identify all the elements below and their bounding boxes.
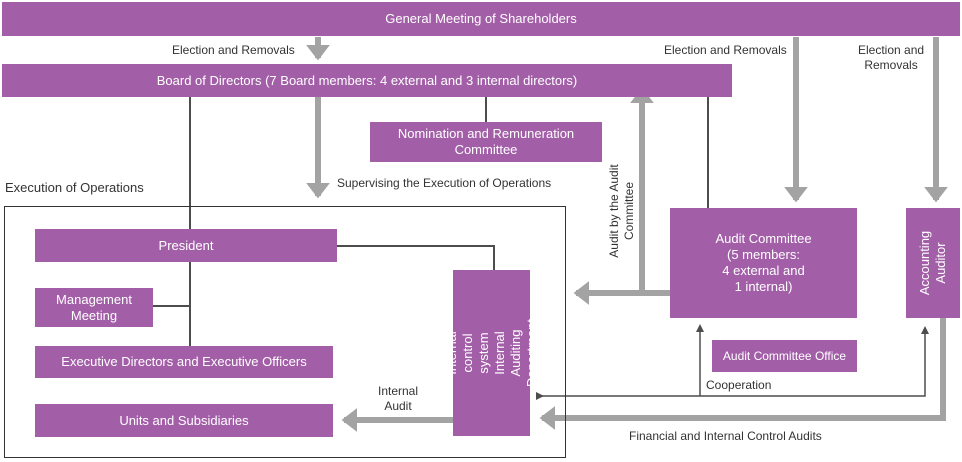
shareholders-box: General Meeting of Shareholders	[2, 2, 960, 36]
audit-by-label: Audit by the Audit Committee	[607, 164, 636, 258]
election-label-board: Election and Removals	[172, 43, 295, 57]
executive-box: Executive Directors and Executive Office…	[35, 346, 333, 378]
audit-office-box: Audit Committee Office	[712, 340, 857, 372]
cooperation-label: Cooperation	[706, 378, 772, 392]
nomination-box: Nomination and Remuneration Committee	[370, 122, 602, 162]
election-label-audit-committee: Election and Removals	[664, 43, 787, 57]
financial-audit-arrow	[539, 318, 946, 430]
financial-label: Financial and Internal Control Audits	[629, 429, 822, 443]
board-box: Board of Directors (7 Board members: 4 e…	[2, 64, 732, 97]
audit-by-label-wrap: Audit by the Audit Committee	[606, 158, 638, 264]
execution-frame	[4, 206, 566, 458]
units-box: Units and Subsidiaries	[35, 404, 333, 437]
audit-committee-box: Audit Committee (5 members: 4 external a…	[670, 208, 857, 318]
audit-by-committee-arrow	[630, 87, 670, 296]
president-box: President	[35, 229, 337, 262]
president-to-internal-line	[337, 245, 495, 270]
execution-title: Execution of Operations	[5, 180, 144, 195]
internal-audit-label: Internal Audit	[378, 384, 419, 413]
cooperation-line	[536, 326, 929, 400]
management-box: Management Meeting	[35, 288, 153, 327]
election-label-accounting-auditor: Election and Removals	[858, 43, 925, 72]
internal-control-label: Internal control system Internal Auditin…	[443, 319, 539, 387]
supervising-label: Supervising the Execution of Operations	[337, 176, 552, 190]
internal-control-box: Internal control system Internal Auditin…	[444, 270, 539, 436]
accounting-auditor-box: Accounting Auditor	[906, 208, 960, 318]
accounting-auditor-label: Accounting Auditor	[917, 230, 948, 296]
